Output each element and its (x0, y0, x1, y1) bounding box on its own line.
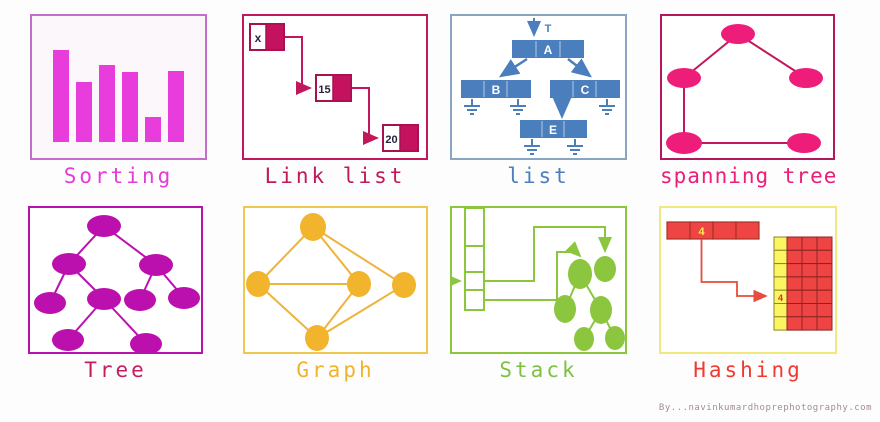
panel-sorting: Sorting (30, 14, 207, 188)
sorting-diagram-frame (30, 14, 207, 160)
panel-hashing: 4 (659, 206, 837, 382)
sorting-bar (122, 72, 138, 142)
svg-text:E: E (549, 123, 557, 137)
svg-text:x: x (255, 31, 262, 45)
spanning-tree-edges (683, 33, 807, 144)
tree-edges (49, 225, 185, 345)
panel-list: T A B C (450, 14, 627, 188)
binary-tree-diagram (34, 215, 200, 352)
pointer-pin: T (545, 23, 552, 35)
sorting-bar (76, 82, 92, 142)
stack-diagram (452, 208, 625, 351)
ground-icon (463, 98, 481, 115)
list-node-2: 15 (315, 74, 352, 102)
sorting-bar (53, 50, 69, 142)
hashing-label: Hashing (693, 358, 803, 382)
hashing-diagram-frame: 4 (659, 206, 837, 354)
value-grid (786, 236, 833, 331)
list-node-3: 20 (382, 124, 419, 152)
sorting-label: Sorting (63, 164, 174, 188)
tree-nodes (34, 215, 200, 352)
link-list-label: Link list (264, 164, 406, 188)
graph-diagram (246, 213, 416, 351)
svg-text:B: B (492, 83, 501, 97)
panel-stack: Stack (450, 206, 627, 382)
stack-diagram-frame (450, 206, 627, 354)
tree-label: Tree (84, 358, 147, 382)
bucket-value: 4 (778, 293, 783, 303)
link-arrow-2 (351, 87, 379, 145)
node-C: C (550, 80, 620, 98)
key-array: 4 (666, 221, 760, 240)
spanning-tree-label: spanning tree (660, 164, 838, 188)
graph-diagram-frame (243, 206, 428, 354)
panel-link-list: x 15 20 Link list (242, 14, 428, 188)
svg-text:20: 20 (385, 134, 397, 146)
link-arrow-1 (284, 36, 312, 95)
sorting-bar-chart (53, 50, 184, 142)
panel-graph: Graph (243, 206, 428, 382)
ground-icon (598, 98, 616, 115)
panel-tree: Tree (28, 206, 203, 382)
sorting-bar (145, 117, 161, 142)
spanning-tree-diagram-frame (660, 14, 835, 160)
svg-text:C: C (581, 83, 590, 97)
node-A: A (512, 40, 584, 58)
node-B: B (461, 80, 531, 98)
node-E: E (520, 120, 587, 138)
spanning-tree-diagram (666, 24, 823, 154)
stack-tree-nodes (554, 256, 625, 351)
sorting-bar (168, 71, 184, 142)
graph-label: Graph (296, 358, 375, 382)
linked-list-diagram: x 15 20 (249, 23, 419, 152)
key-value: 4 (698, 226, 705, 238)
ground-icon (509, 98, 527, 115)
svg-text:15: 15 (318, 84, 330, 96)
hashing-diagram: 4 (666, 221, 833, 331)
arrow-A-C (567, 58, 592, 78)
panel-spanning-tree: spanning tree (660, 14, 836, 188)
watermark-text: By...navinkumardhoprephotography.com (658, 403, 872, 413)
stack-label: Stack (499, 358, 578, 382)
graph-edges (257, 226, 405, 339)
list-diagram-frame: T A B C (450, 14, 627, 160)
route-arrow-mid (484, 241, 582, 301)
stack-cells (464, 208, 485, 311)
bar-series (53, 50, 184, 142)
hash-arrow (700, 239, 768, 303)
spanning-tree-nodes (666, 24, 823, 154)
ground-icon (523, 138, 541, 155)
graph-nodes (246, 213, 416, 351)
sorting-bar (99, 65, 115, 142)
list-label: list (507, 164, 570, 188)
tree-diagram-frame (28, 206, 203, 354)
list-tree-diagram: T A B C (461, 18, 620, 155)
route-arrow-top (484, 226, 612, 282)
svg-text:A: A (544, 43, 553, 57)
link-list-diagram-frame: x 15 20 (242, 14, 428, 160)
bucket-table: 4 (773, 236, 833, 331)
index-column (773, 236, 788, 331)
arrow-A-B (498, 57, 528, 78)
ground-icon (566, 138, 584, 155)
list-node-1: x (249, 23, 285, 51)
